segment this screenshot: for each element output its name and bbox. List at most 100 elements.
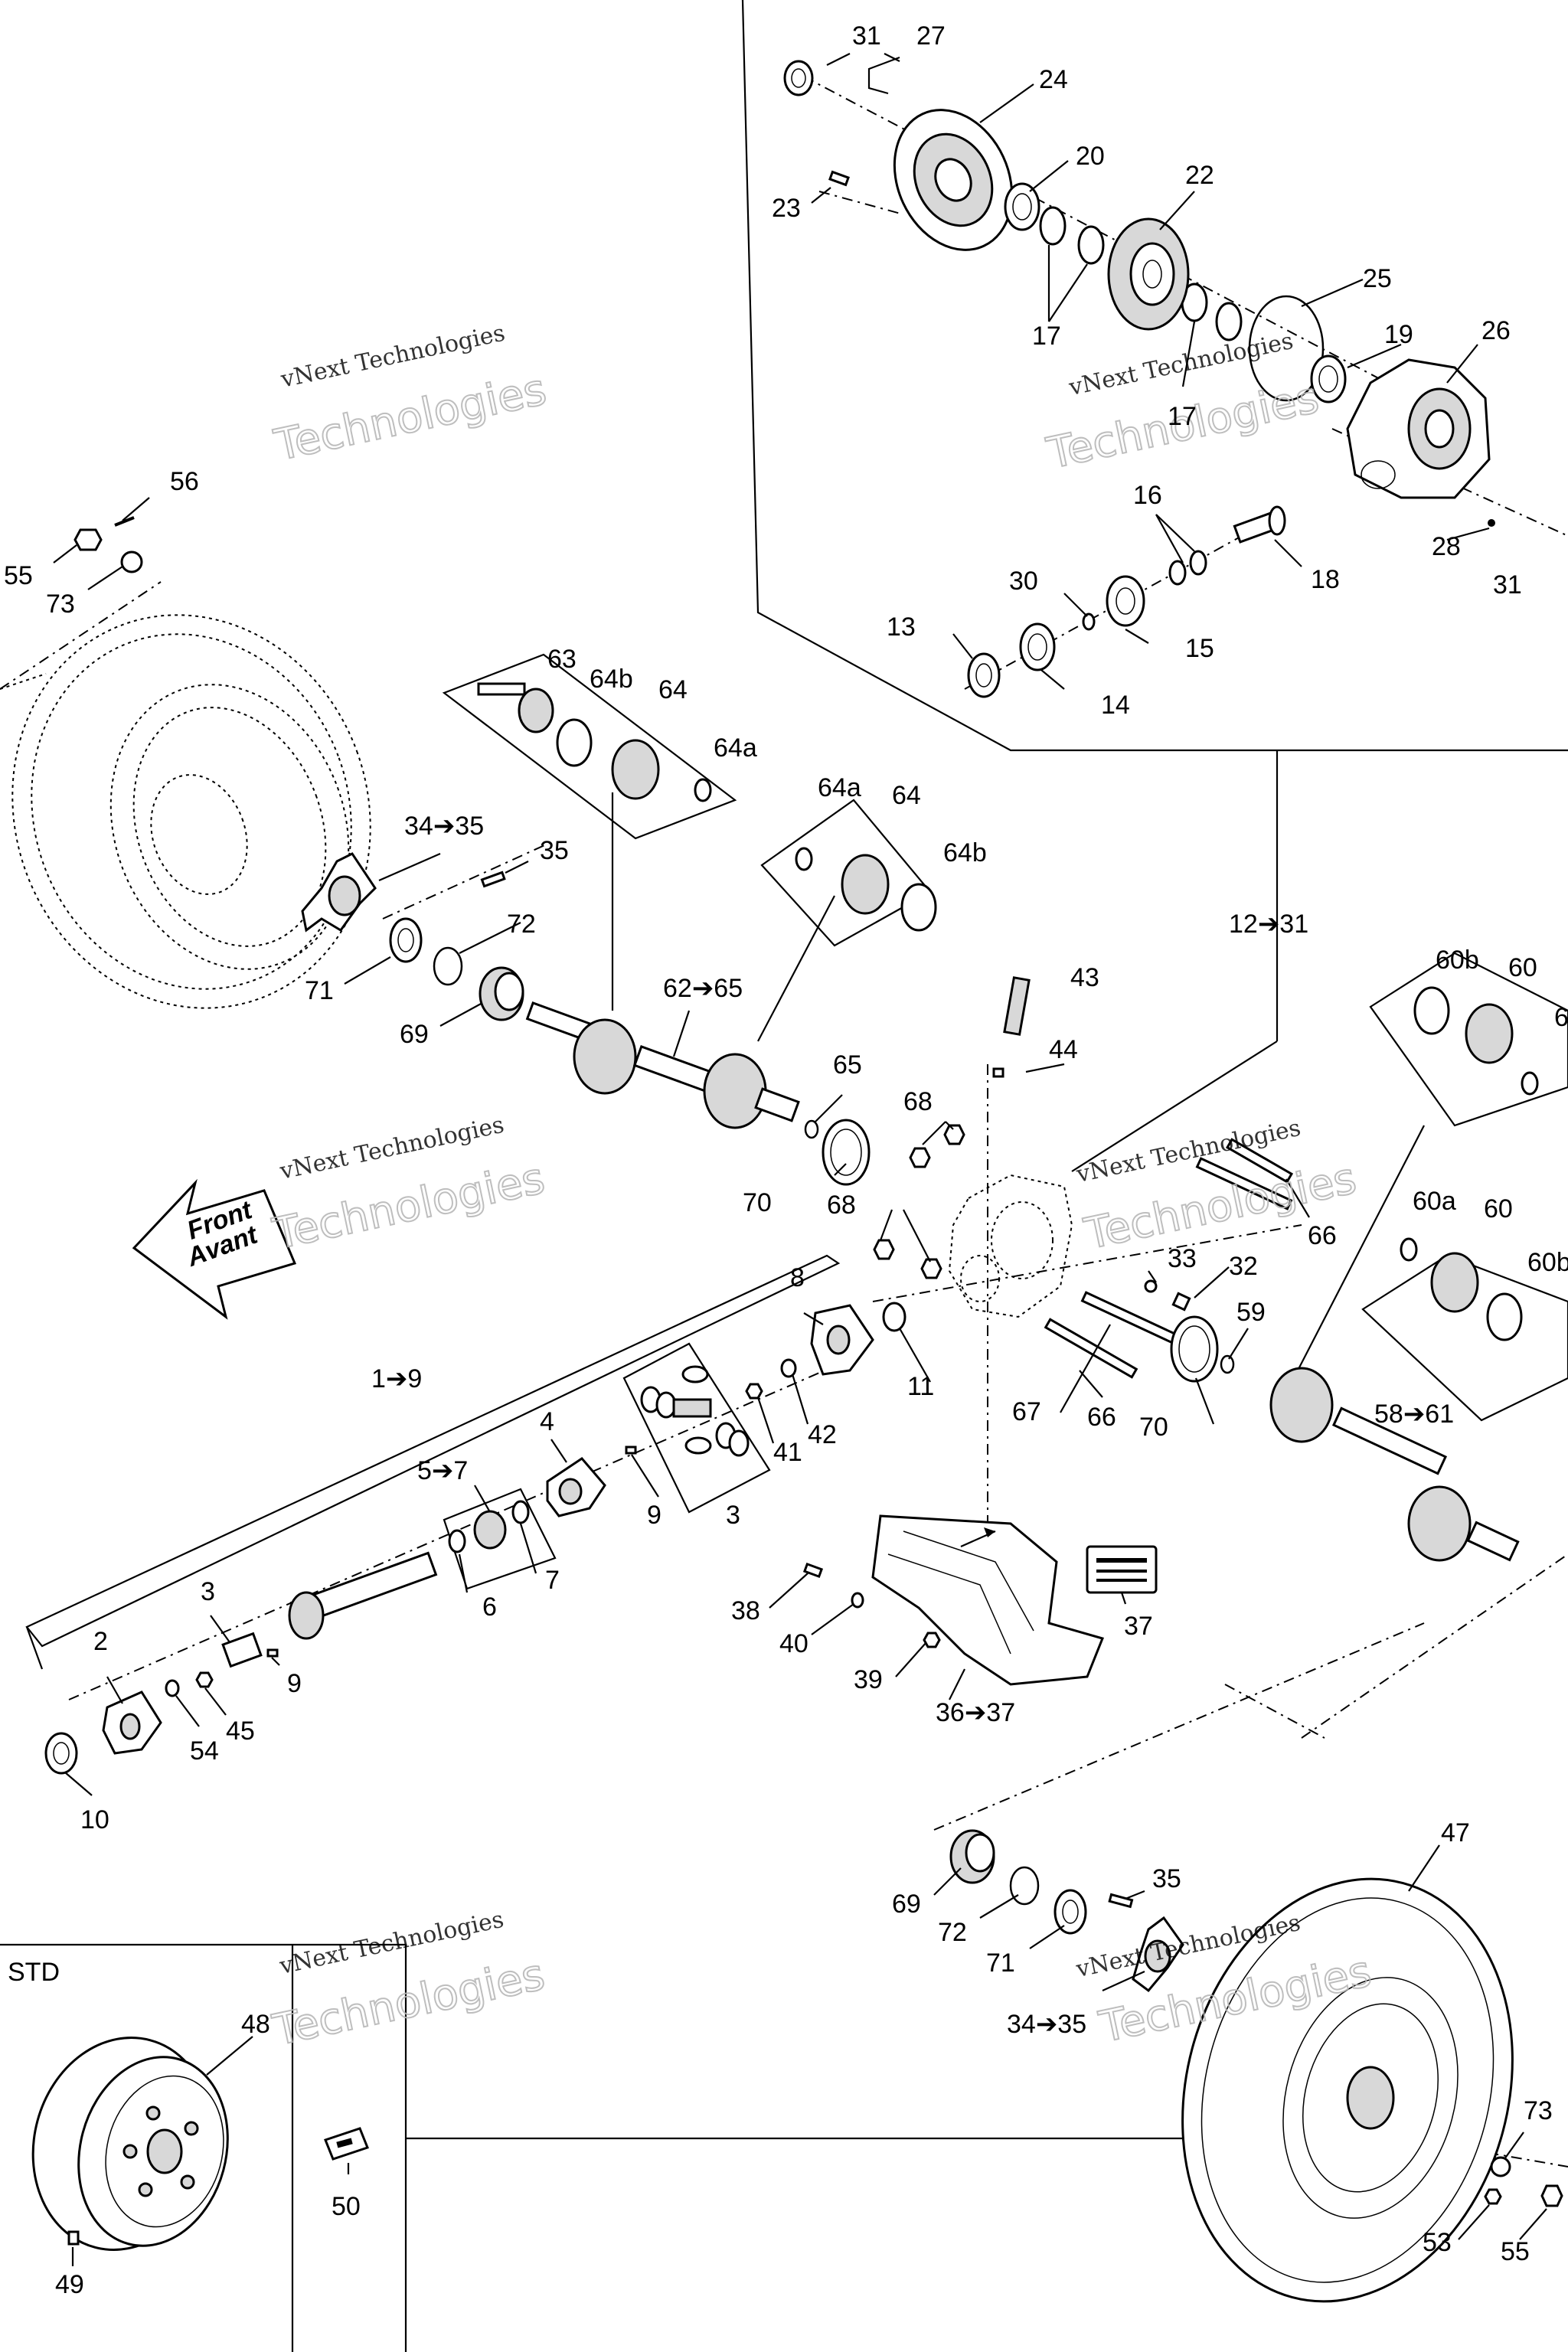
callout-20: 20 [1076, 142, 1105, 171]
prop-shaft-1 [288, 1551, 438, 1640]
nut-39 [923, 1632, 941, 1648]
seal-70-right [1170, 1315, 1219, 1383]
callout-8: 8 [790, 1263, 805, 1292]
callout-60: 60 [1508, 953, 1537, 982]
bearing-15 [1106, 575, 1145, 627]
callout-68b: 68 [827, 1191, 856, 1220]
right-wheel-47 [1181, 1877, 1514, 2303]
callout-64a-b: 64a [818, 773, 861, 802]
leader-lines [53, 53, 1547, 2266]
callout-9: 9 [647, 1501, 662, 1530]
callout-66: 66 [1308, 1221, 1337, 1250]
o-ring-25 [1248, 295, 1325, 402]
callout-1-9: 1➔9 [371, 1364, 422, 1393]
boot-kit-64-lower [795, 847, 937, 932]
watermark-5: Technologies vNext Technologies [268, 1906, 550, 2057]
callout-5-7: 5➔7 [417, 1456, 468, 1485]
callout-58-61: 58➔61 [1374, 1400, 1454, 1429]
callout-19: 19 [1384, 320, 1413, 349]
callout-33: 33 [1168, 1244, 1197, 1273]
diff-cover-24 [893, 109, 1014, 251]
callout-37: 37 [1124, 1612, 1153, 1641]
clamp-44 [992, 1067, 1004, 1078]
callout-44: 44 [1049, 1035, 1078, 1064]
callout-62-65: 62➔65 [663, 974, 743, 1003]
callout-12-31: 12➔31 [1229, 910, 1308, 939]
callout-13: 13 [887, 612, 916, 642]
stud-35-right [1108, 1893, 1134, 1909]
washer-40 [851, 1592, 864, 1609]
yoke-8 [810, 1304, 874, 1376]
callout-71: 71 [305, 976, 334, 1005]
diff-housing-26 [1346, 358, 1491, 499]
callout-43: 43 [1070, 963, 1099, 992]
callout-6x: 6 [1554, 1003, 1568, 1032]
boot-kit-60-lower [1400, 1237, 1523, 1341]
wheel-nut-55 [74, 528, 103, 551]
callout-68: 68 [903, 1087, 933, 1116]
callout-60b-b: 60b [1527, 1248, 1568, 1277]
shaft-end-63 [477, 682, 554, 733]
circlip-65 [804, 1119, 819, 1139]
callout-64a: 64a [714, 733, 757, 763]
callout-53: 53 [1423, 2228, 1452, 2257]
callout-9b: 9 [287, 1669, 302, 1698]
diff-seal-31 [783, 60, 814, 96]
callout-39: 39 [854, 1665, 883, 1694]
label-37 [1086, 1545, 1158, 1594]
callout-7: 7 [545, 1566, 560, 1595]
u-joint-kit-3 [640, 1365, 750, 1457]
callout-15: 15 [1185, 634, 1214, 663]
callout-64: 64 [658, 675, 688, 704]
watermark-1: Technologies vNext Technologies [270, 320, 551, 472]
callout-41: 41 [773, 1438, 802, 1467]
pinion-18 [1233, 505, 1286, 544]
seal-71-right [1054, 1889, 1087, 1935]
callout-3: 3 [726, 1501, 740, 1530]
shims-17 [1039, 206, 1243, 341]
vent-tube-27 [867, 56, 900, 95]
callout-60-b: 60 [1484, 1194, 1513, 1223]
plug-32 [1171, 1292, 1191, 1312]
sticker-50 [324, 2127, 369, 2161]
callout-25: 25 [1363, 264, 1392, 293]
bolt-38 [802, 1562, 824, 1579]
circlip-59 [1220, 1354, 1235, 1374]
callout-18: 18 [1311, 565, 1340, 594]
bearing-14 [1019, 622, 1056, 671]
shims-16 [1168, 550, 1207, 586]
callout-24: 24 [1039, 65, 1068, 94]
front-arrow-icon: Front Avant [132, 1178, 297, 1320]
callout-71b: 71 [986, 1949, 1015, 1978]
nut-41 [745, 1383, 763, 1400]
wheel-hub-34-right [1132, 1916, 1184, 1993]
callout-31b: 31 [1493, 570, 1522, 599]
callout-14: 14 [1101, 691, 1130, 720]
callout-38: 38 [731, 1596, 760, 1625]
callout-32: 32 [1229, 1252, 1258, 1281]
callout-40: 40 [779, 1629, 808, 1658]
stud-35 [480, 871, 506, 888]
callout-70b: 70 [1139, 1413, 1168, 1442]
std-label: STD [8, 1958, 60, 1987]
left-wheel [0, 614, 371, 1009]
seal-11 [882, 1302, 906, 1332]
callout-59: 59 [1236, 1298, 1266, 1327]
cotter-pin-56 [114, 516, 135, 527]
callout-56: 56 [170, 467, 199, 496]
callout-65: 65 [833, 1050, 862, 1080]
callout-31: 31 [852, 21, 881, 51]
callout-35b: 35 [1152, 1864, 1181, 1893]
callout-17b: 17 [1168, 402, 1197, 431]
callout-69: 69 [400, 1020, 429, 1049]
ring-gear-22 [1107, 217, 1190, 331]
callout-72: 72 [507, 910, 536, 939]
callout-64b: 64b [590, 665, 633, 694]
nut-53 [1484, 2188, 1502, 2205]
yoke-2 [102, 1690, 162, 1755]
callout-3b: 3 [201, 1577, 215, 1606]
callout-69b: 69 [892, 1890, 921, 1919]
callout-64b-b: 64b [943, 838, 987, 867]
boot-kit-60-upper [1413, 986, 1539, 1096]
